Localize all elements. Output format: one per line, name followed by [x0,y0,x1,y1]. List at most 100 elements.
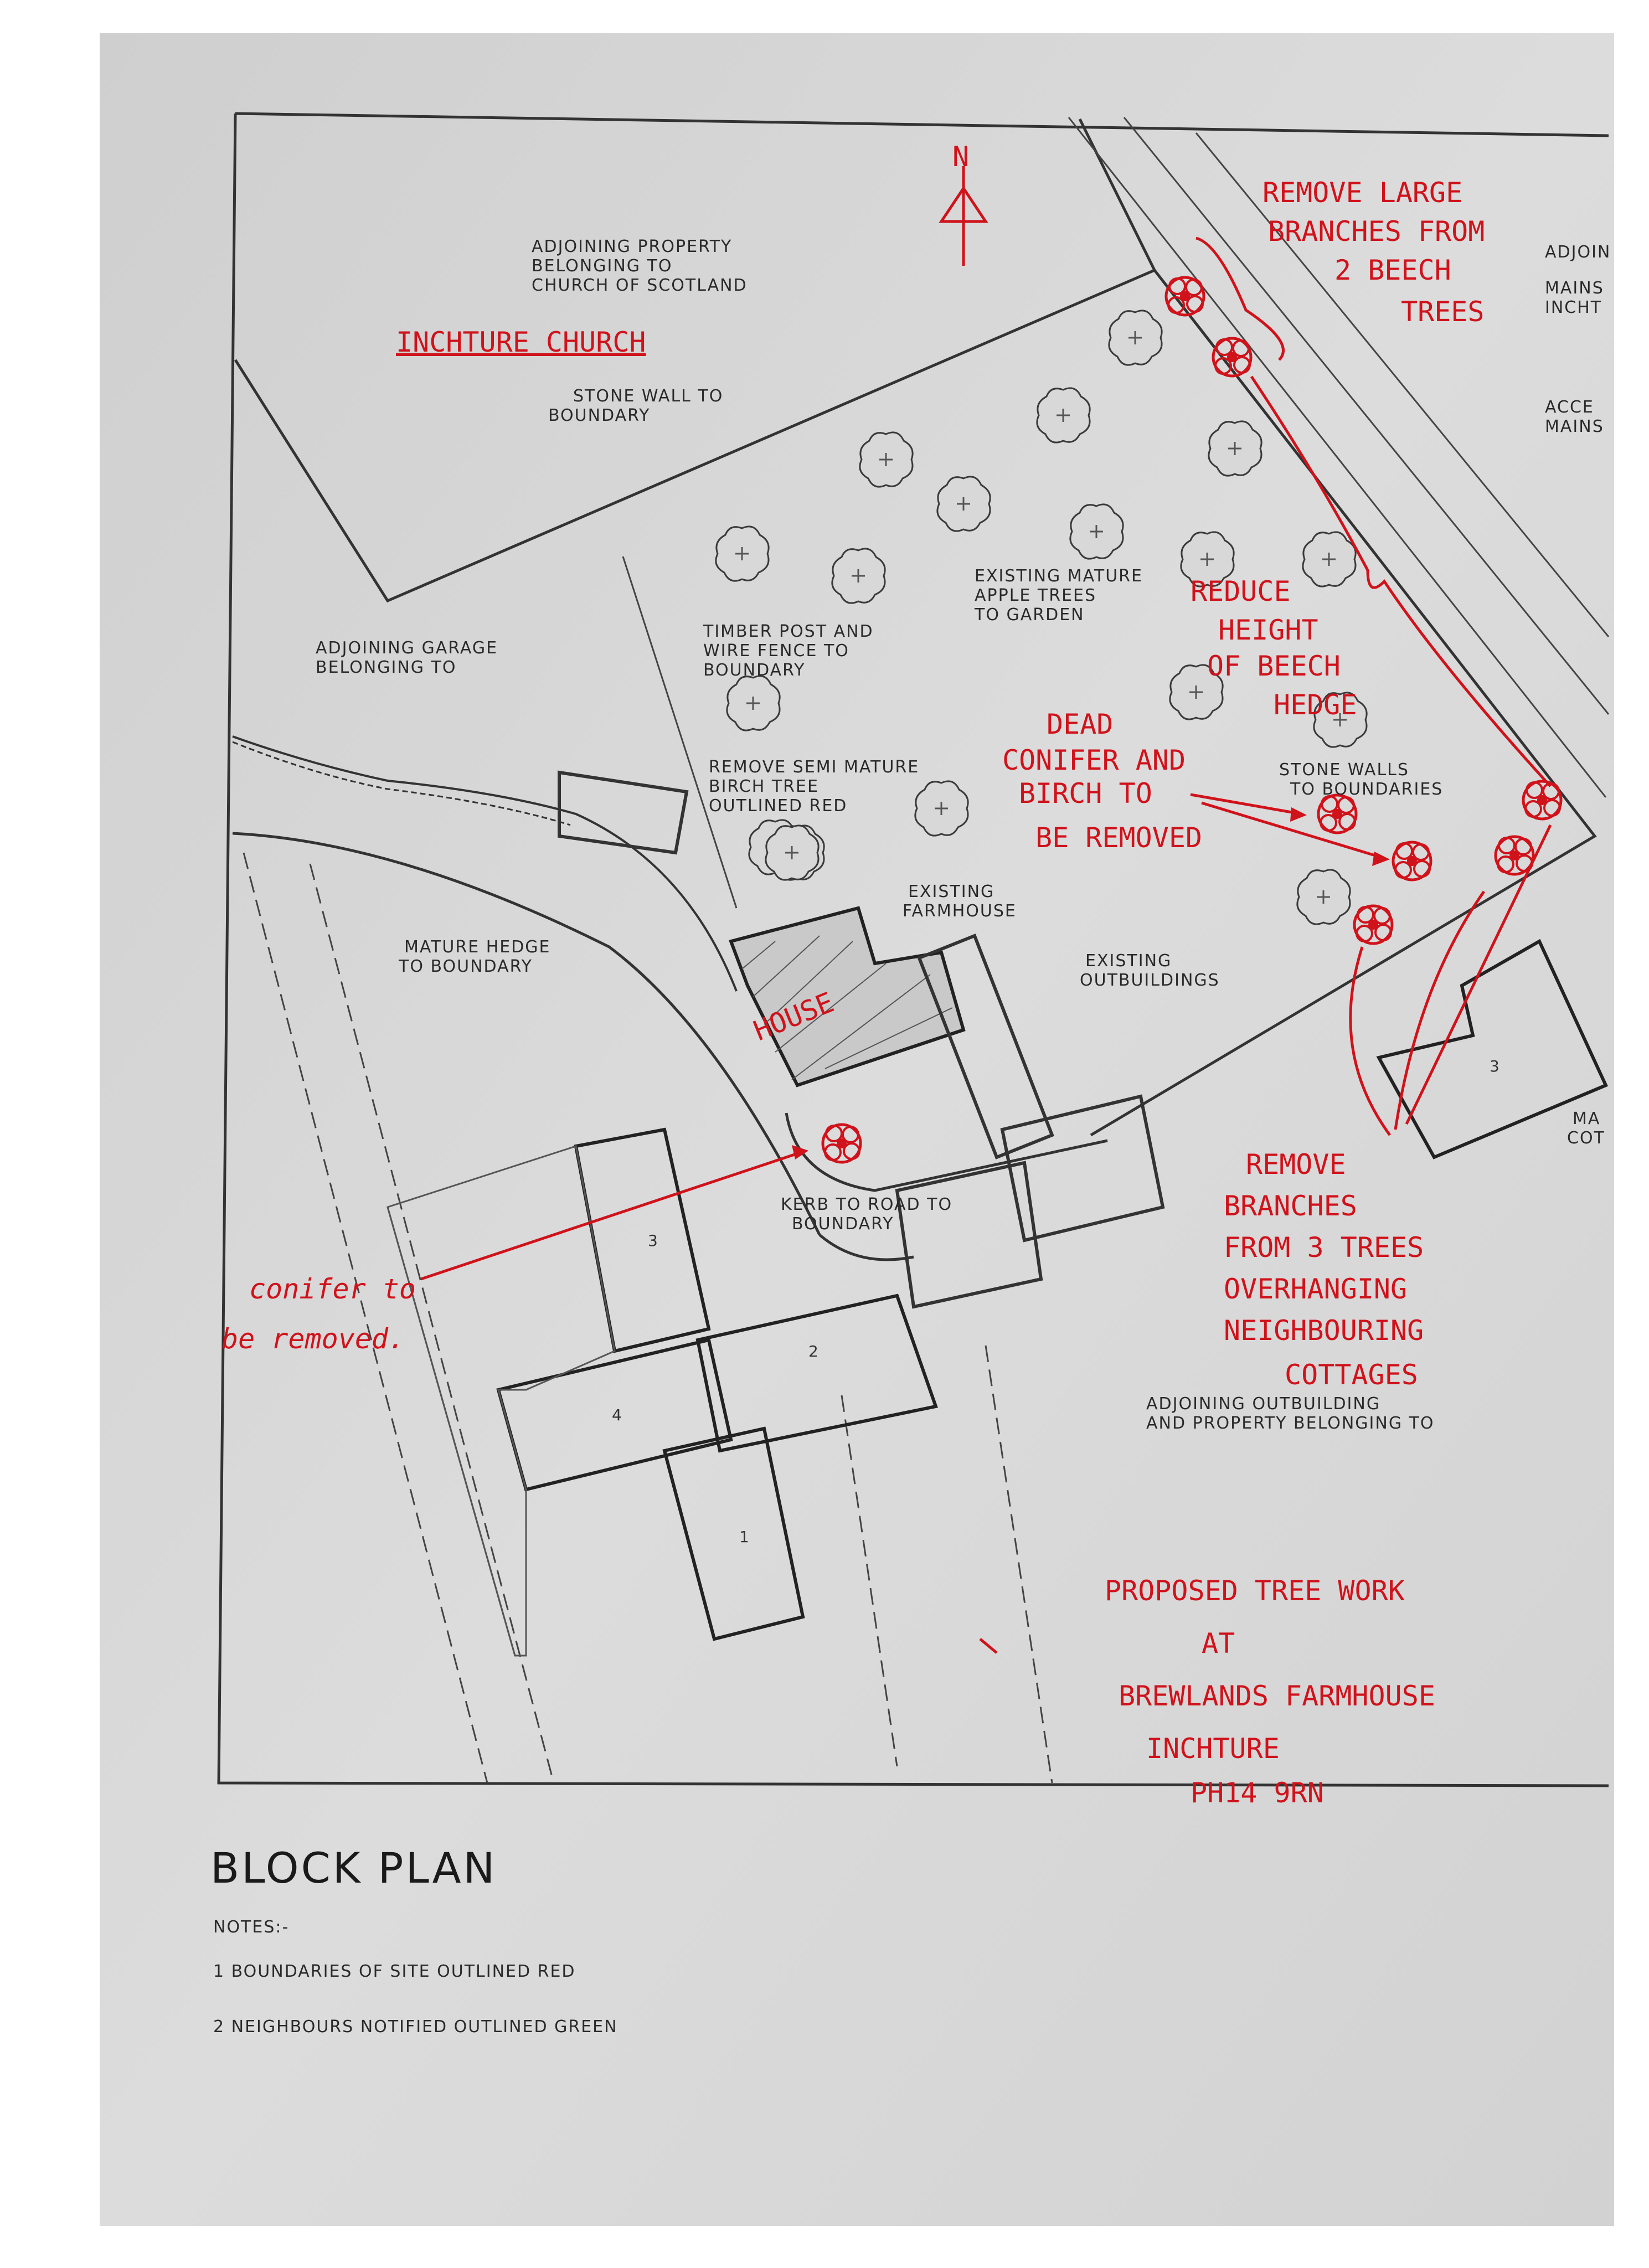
plan-label: 3 [1490,1057,1499,1075]
plan-label: BOUNDARY [548,406,650,425]
red-leader-lines [420,236,1552,1281]
plan-label: FROM 3 TREES [1224,1231,1424,1264]
north-arrow: N [939,141,988,266]
plan-label: COT [1567,1128,1605,1148]
plan-label: BIRCH TO [1019,777,1152,810]
label-existing-farmhouse: EXISTING FARMHOUSE [903,882,1017,921]
label-kerb: KERB TO ROAD TO BOUNDARY [781,1195,952,1234]
plan-label: BIRCH TREE [709,777,819,796]
farmhouse [729,906,966,1087]
site-boundary [217,112,1609,1787]
plan-label: HEIGHT [1218,614,1318,646]
plan-label: STONE WALL TO [573,386,723,406]
plan-label: CHURCH OF SCOTLAND [532,276,748,295]
label-remove-birch: REMOVE SEMI MATURE BIRCH TREE OUTLINED R… [709,757,919,816]
plan-label: REMOVE SEMI MATURE [709,757,919,777]
plan-label: EXISTING [1085,951,1172,971]
plan-label: OF BEECH [1207,650,1341,682]
plan-label: 1 [739,1528,749,1546]
plan-label: CONIFER AND [1002,744,1186,776]
plan-label: OVERHANGING [1224,1273,1407,1305]
plan-label: EXISTING [908,882,994,901]
plan-label: INCHT [1545,298,1602,317]
label-apple-trees: EXISTING MATURE APPLE TREES TO GARDEN [974,566,1143,625]
plan-label: WIRE FENCE TO [703,641,849,661]
annotation-beech-branches: REMOVE LARGE BRANCHES FROM 2 BEECH TREES [1262,177,1485,328]
plan-label: COTTAGES [1285,1359,1418,1391]
red-tick-mark [979,1638,998,1654]
plan-label: 4 [612,1406,622,1424]
annotation-three-trees: REMOVE BRANCHES FROM 3 TREES OVERHANGING… [1224,1148,1424,1391]
plan-label: APPLE TREES [975,586,1096,605]
plan-label: HEDGE [1274,689,1357,721]
plan-label: NEIGHBOURING [1224,1315,1424,1347]
neighbour-cottage [1376,939,1609,1159]
plan-label: REDUCE [1191,575,1291,607]
plan-label: NOTES:- [213,1918,289,1937]
plan-label: 3 [648,1231,658,1250]
annotation-conifer-removed: conifer to be removed. [221,1273,416,1355]
label-timber-fence: TIMBER POST AND WIRE FENCE TO BOUNDARY [703,622,874,680]
plan-label: ADJOIN [1545,243,1611,262]
plan-label: DEAD [1047,708,1113,740]
plan-label: TREES [1401,296,1485,328]
plan-label: MATURE HEDGE [404,937,551,957]
plan-label: BE REMOVED [1035,822,1202,854]
plan-label: MAINS [1545,417,1604,436]
garage [558,770,689,855]
plan-label: be removed. [221,1323,405,1355]
plan-label: REMOVE LARGE [1262,177,1462,209]
plan-label: TO GARDEN [974,605,1085,625]
red-arrowheads [792,807,1390,1159]
plan-label: BOUNDARY [792,1214,894,1234]
plan-label: INCHTURE [1146,1733,1280,1765]
plan-label: TO BOUNDARY [398,957,533,976]
label-adjoining-outbuilding: ADJOINING OUTBUILDING AND PROPERTY BELON… [1146,1394,1435,1433]
plan-label: 2 [808,1342,818,1360]
road-lines [1068,117,1610,798]
plan-label: ADJOINING GARAGE [316,638,498,658]
timber-fence [622,556,738,909]
north-label: N [952,141,969,173]
plan-label: TIMBER POST AND [703,622,874,641]
outer-plot-lines [387,1145,616,1657]
title-block: PROPOSED TREE WORK AT BREWLANDS FARMHOUS… [1105,1575,1435,1809]
notes: NOTES:- 1 BOUNDARIES OF SITE OUTLINED RE… [213,1918,617,2037]
label-adjoining-church: ADJOINING PROPERTY BELONGING TO CHURCH O… [532,237,748,295]
plan-label: BRANCHES [1224,1190,1357,1222]
plan-label: ADJOINING OUTBUILDING [1146,1394,1380,1414]
plan-label: EXISTING MATURE [975,566,1143,586]
garden-east-wall [1090,269,1597,1137]
plan-label: REMOVE [1246,1148,1346,1181]
plan-label: MAINS [1545,279,1604,298]
block-plan-heading: BLOCK PLAN [210,1843,497,1893]
church-label: INCHTURE CHURCH [396,326,646,358]
dashed-boundaries [243,852,1053,1784]
label-existing-outbuildings: EXISTING OUTBUILDINGS [1080,951,1219,990]
plan-label: AND PROPERTY BELONGING TO [1146,1414,1435,1433]
label-stone-walls: STONE WALLS TO BOUNDARIES [1279,760,1443,799]
building-numbers: 1 2 3 4 3 [612,1057,1499,1546]
label-right-edge: ADJOIN MAINS INCHT ACCE MAINS MA COT [1545,243,1611,1148]
plan-label: KERB TO ROAD TO [781,1195,952,1214]
plan-label: BELONGING TO [316,658,457,677]
plan-label: AT [1202,1627,1235,1659]
annotation-beech-hedge: REDUCE HEIGHT OF BEECH HEDGE [1191,575,1357,721]
church-boundary [234,118,1157,603]
plan-label: STONE WALLS [1279,760,1409,780]
plan-label: PROPOSED TREE WORK [1105,1575,1405,1607]
label-adjoining-garage: ADJOINING GARAGE BELONGING TO [316,638,498,677]
plan-label: 1 BOUNDARIES OF SITE OUTLINED RED [213,1962,576,1981]
plan-label: BOUNDARY [703,661,805,680]
plan-label: FARMHOUSE [903,901,1017,921]
plan-label: ACCE [1545,398,1594,417]
plan-label: MA [1573,1109,1600,1128]
plan-label: TO BOUNDARIES [1290,780,1443,799]
plan-label: BRANCHES FROM [1268,215,1485,248]
driveway [232,735,1108,1261]
plan-label: OUTLINED RED [709,796,847,816]
plan-label: 2 BEECH [1334,254,1451,286]
outbuildings [895,934,1165,1309]
